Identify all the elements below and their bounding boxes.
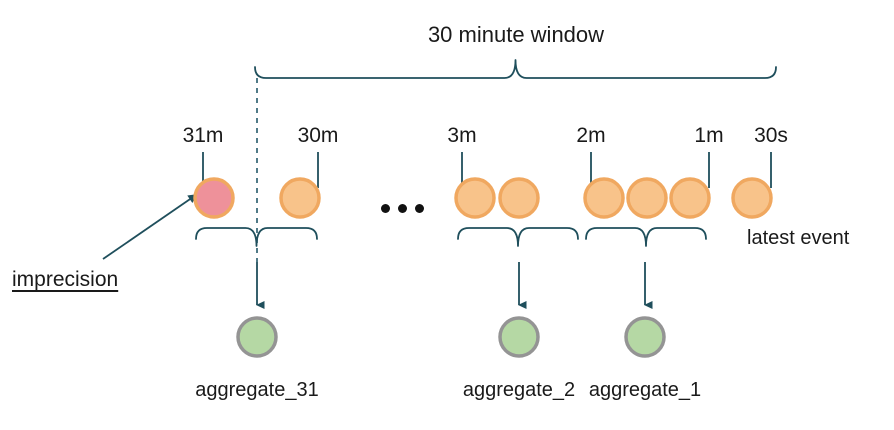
event-3m-b <box>498 177 540 219</box>
aggregate-arrow-layer <box>256 262 653 309</box>
event-2m-b <box>626 177 668 219</box>
ellipsis-dot <box>381 204 390 213</box>
event-latest <box>731 177 773 219</box>
event-30m <box>279 177 321 219</box>
ellipsis-dot <box>415 204 424 213</box>
brace-aggregate-1 <box>585 227 707 247</box>
tick-mark-group <box>202 152 772 188</box>
event-1m <box>669 177 711 219</box>
aggregate-label-aggregate_1: aggregate_1 <box>588 379 702 401</box>
brace-aggregate-31 <box>195 227 318 247</box>
imprecision-arrow <box>102 194 198 260</box>
aggregate-circle-layer <box>236 316 666 358</box>
event-31m-imprecise <box>193 177 235 219</box>
event-3m-a <box>454 177 496 219</box>
aggregate-circle-aggregate_1 <box>624 316 666 358</box>
latest-event-label: latest event <box>747 227 850 249</box>
event-2m-a <box>583 177 625 219</box>
aggregate-label-aggregate_2: aggregate_2 <box>462 379 576 401</box>
tick-label-1m: 1m <box>694 124 724 147</box>
window-title: 30 minute window <box>427 22 605 47</box>
brace-aggregate-2 <box>457 227 579 247</box>
window-brace <box>254 59 777 79</box>
aggregate-circle-aggregate_2 <box>498 316 540 358</box>
imprecision-label: imprecision <box>12 268 119 291</box>
tick-label-30m: 30m <box>297 124 339 147</box>
tick-label-30s: 30s <box>754 124 788 147</box>
tick-label-31m: 31m <box>182 124 224 147</box>
tick-label-3m: 3m <box>447 124 477 147</box>
aggregate-label-aggregate_31: aggregate_31 <box>195 379 319 401</box>
tick-label-2m: 2m <box>576 124 606 147</box>
ellipsis-dot <box>398 204 407 213</box>
group-brace-layer <box>195 227 707 247</box>
ellipsis-icon <box>381 204 424 213</box>
event-circle-layer <box>193 177 773 219</box>
aggregate-circle-aggregate_31 <box>236 316 278 358</box>
